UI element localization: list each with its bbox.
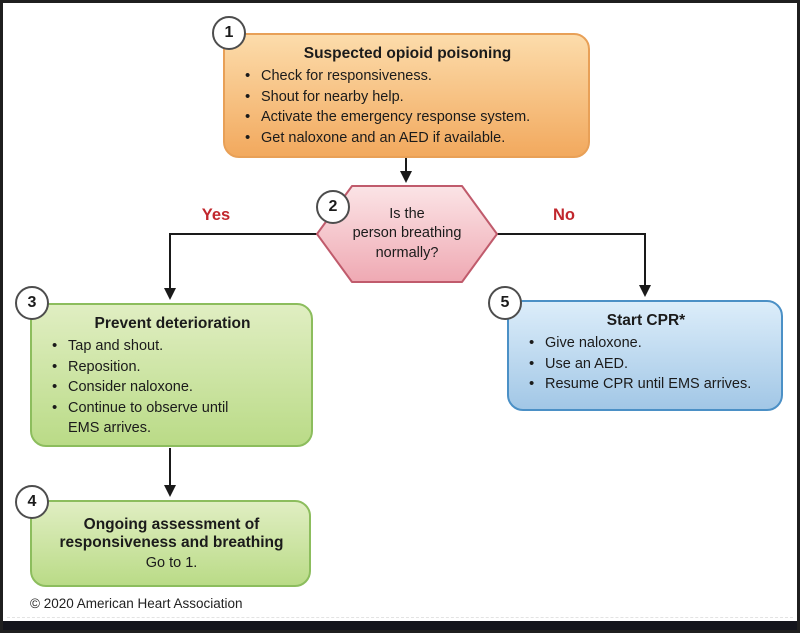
bullet-item: Shout for nearby help. bbox=[244, 86, 578, 108]
box-suspected-opioid-poisoning: Suspected opioid poisoning Check for res… bbox=[223, 33, 590, 158]
step-circle-2: 2 bbox=[316, 190, 350, 224]
bullet-item: Activate the emergency response system. bbox=[244, 106, 578, 128]
box-title: Ongoing assessment of responsiveness and… bbox=[59, 516, 284, 551]
bullet-item: Resume CPR until EMS arrives. bbox=[528, 373, 771, 395]
bullet-item: Check for responsiveness. bbox=[244, 65, 578, 87]
bullet-list: Give naloxone. Use an AED. Resume CPR un… bbox=[521, 332, 771, 395]
go-to-text: Go to 1. bbox=[145, 555, 198, 571]
box-prevent-deterioration: Prevent deterioration Tap and shout. Rep… bbox=[30, 303, 313, 447]
box-title: Suspected opioid poisoning bbox=[303, 45, 512, 62]
box-title: Start CPR* bbox=[606, 312, 686, 329]
bullet-item: Give naloxone. bbox=[528, 332, 771, 354]
bullet-item: Get naloxone and an AED if available. bbox=[244, 127, 578, 149]
box-title: Prevent deterioration bbox=[94, 315, 251, 332]
connector-yes bbox=[164, 233, 317, 300]
bullet-item: Continue to observe until EMS arrives. bbox=[51, 397, 301, 439]
divider-dashed bbox=[7, 617, 793, 618]
connector-no bbox=[497, 233, 651, 297]
bullet-item: Tap and shout. bbox=[51, 335, 301, 357]
bullet-list: Check for responsiveness. Shout for near… bbox=[237, 65, 578, 149]
bullet-list: Tap and shout. Reposition. Consider nalo… bbox=[44, 335, 301, 439]
flow-connectors bbox=[164, 158, 651, 497]
bullet-item: Use an AED. bbox=[528, 353, 771, 375]
bottom-accent-bar bbox=[3, 621, 797, 630]
copyright-text: © 2020 American Heart Association bbox=[30, 596, 243, 611]
step-circle-5: 5 bbox=[488, 286, 522, 320]
no-label: No bbox=[553, 206, 575, 224]
box-ongoing-assessment: Ongoing assessment of responsiveness and… bbox=[30, 500, 311, 587]
step-circle-4: 4 bbox=[15, 485, 49, 519]
step-circle-3: 3 bbox=[15, 286, 49, 320]
bullet-item: Consider naloxone. bbox=[51, 376, 301, 398]
bullet-item: Reposition. bbox=[51, 356, 301, 378]
decision-breathing-normally: Is the person breathing normally? bbox=[352, 205, 462, 261]
yes-label: Yes bbox=[201, 206, 231, 224]
box-start-cpr: Start CPR* Give naloxone. Use an AED. Re… bbox=[507, 300, 783, 411]
decision-hexagon-shape bbox=[316, 185, 498, 283]
step-circle-1: 1 bbox=[212, 16, 246, 50]
